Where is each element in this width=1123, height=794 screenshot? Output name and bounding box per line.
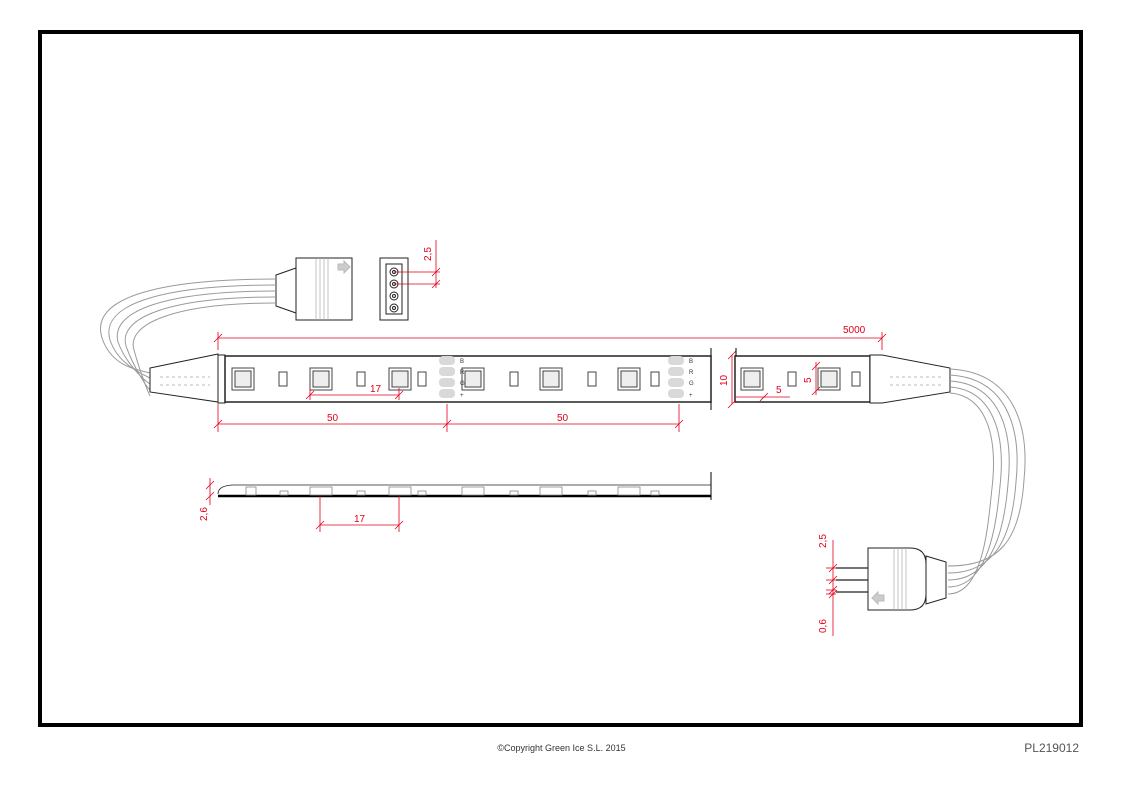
strip-end-segment bbox=[734, 355, 871, 403]
pin-diameter-label: 0,6 bbox=[818, 619, 829, 633]
thickness-label: 2,6 bbox=[199, 507, 210, 521]
side-view-dimensions bbox=[205, 478, 404, 532]
total-length-label: 5000 bbox=[843, 325, 866, 336]
strip-top-view: B R G + B R G + bbox=[217, 354, 712, 404]
solder-pads-end bbox=[668, 356, 684, 398]
drawing-frame bbox=[38, 30, 1083, 727]
pitch-label-male: 2,5 bbox=[818, 534, 829, 548]
dimension-lines bbox=[213, 332, 887, 432]
pad-label-b: B bbox=[460, 359, 464, 365]
strip-side-view bbox=[217, 472, 712, 500]
pad-label-r-end: R bbox=[689, 370, 694, 376]
led-pitch-top-label: 17 bbox=[370, 384, 382, 395]
end-cap-left bbox=[149, 353, 219, 403]
strip-resistors bbox=[278, 371, 660, 387]
pad-label-b-end: B bbox=[689, 359, 693, 365]
pad-label-plus: + bbox=[460, 393, 464, 399]
pitch-dimension-male bbox=[826, 540, 838, 636]
pad-label-g-end: G bbox=[689, 381, 694, 387]
female-connector-face bbox=[379, 257, 409, 321]
pitch-dimension-female bbox=[394, 240, 441, 289]
end-cap-right bbox=[869, 354, 951, 404]
male-connector bbox=[867, 547, 947, 611]
led-pitch-side-label: 17 bbox=[354, 514, 366, 525]
strip-width-label: 10 bbox=[719, 374, 730, 386]
section-right-label: 50 bbox=[557, 413, 569, 424]
section-left-label: 50 bbox=[327, 413, 339, 424]
pad-label-r: R bbox=[460, 370, 465, 376]
cable-right bbox=[947, 368, 1026, 595]
male-connector-pins bbox=[836, 567, 868, 593]
led-size-w-label: 5 bbox=[776, 385, 782, 396]
cut-marks bbox=[710, 348, 737, 410]
led-size-h-label: 5 bbox=[803, 377, 814, 383]
pitch-label-female: 2,5 bbox=[423, 247, 434, 261]
drawing-code: PL219012 bbox=[1024, 741, 1079, 755]
female-connector bbox=[275, 257, 353, 321]
strip-leds bbox=[231, 367, 641, 391]
pad-label-plus-end: + bbox=[689, 393, 693, 399]
pad-label-g: G bbox=[460, 381, 465, 387]
copyright-text: ©Copyright Green Ice S.L. 2015 bbox=[497, 743, 626, 753]
solder-pads-middle bbox=[439, 356, 455, 398]
cable-left bbox=[100, 278, 277, 397]
